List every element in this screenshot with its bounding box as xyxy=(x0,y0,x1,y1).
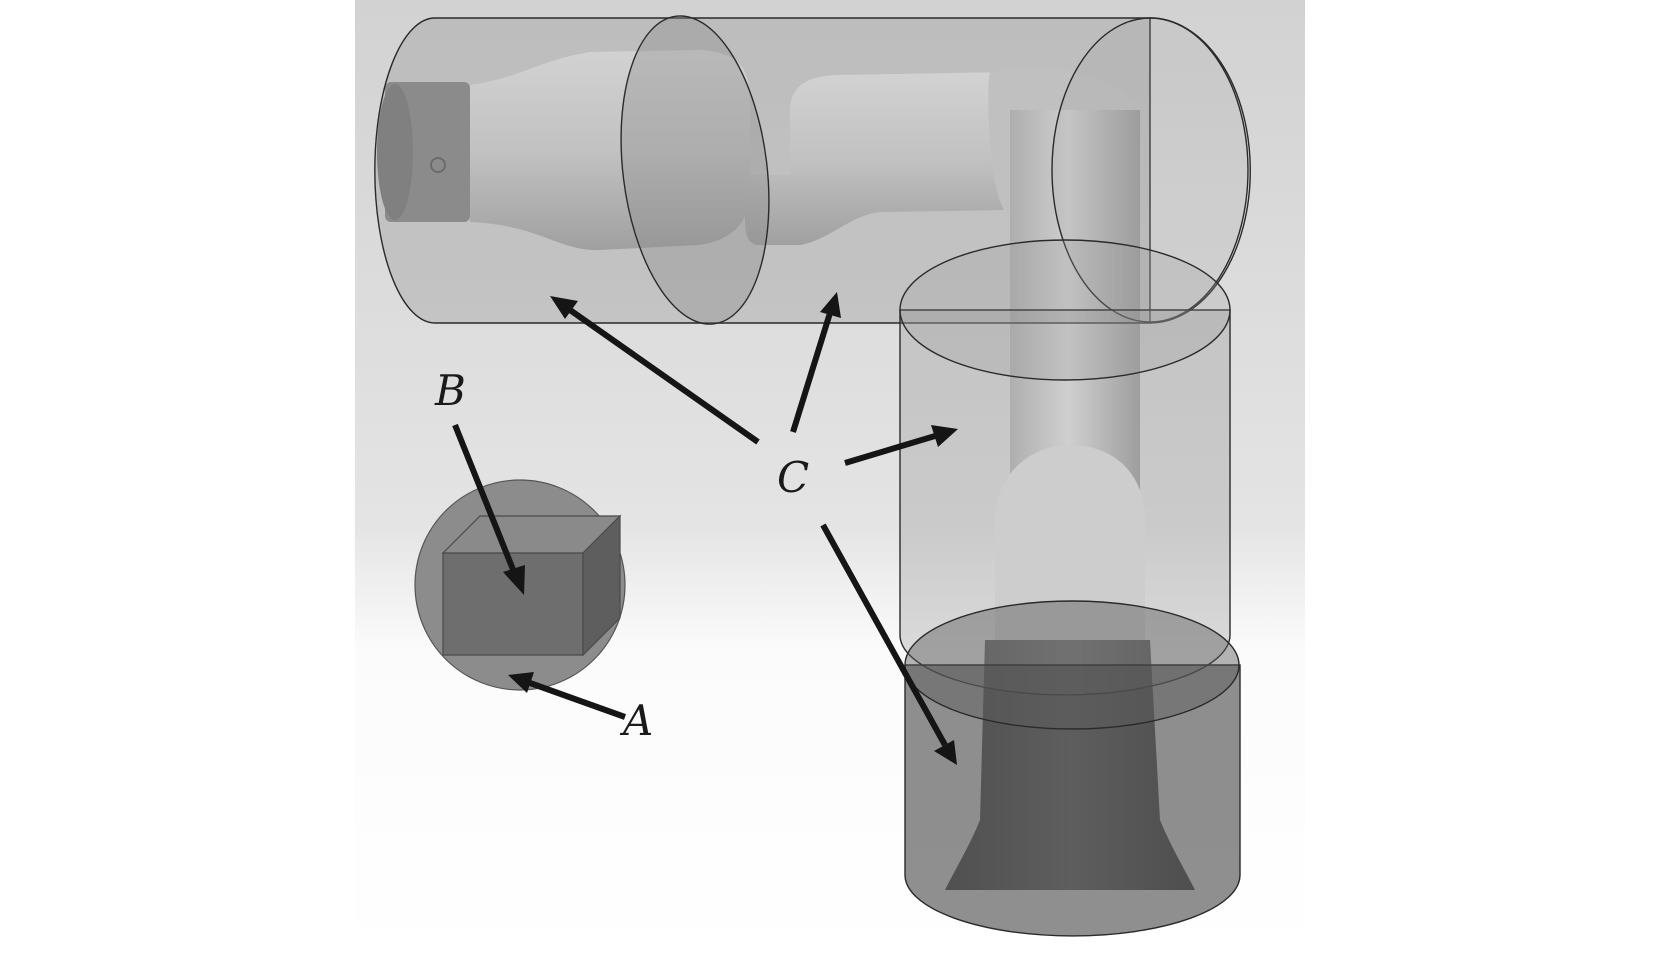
label-b: B xyxy=(434,366,466,415)
arrow-c-wrist xyxy=(790,292,841,433)
capsule-wrist-disk xyxy=(620,15,770,325)
arrow-c-upper-arm xyxy=(844,425,958,466)
capsule-base xyxy=(904,600,1241,937)
arrow-b xyxy=(452,423,525,595)
cube-b xyxy=(441,514,622,657)
arrow-c-base xyxy=(820,523,957,765)
collision-capsules xyxy=(374,15,1251,937)
label-a: A xyxy=(619,696,653,745)
label-c: C xyxy=(777,453,809,502)
flange-bolt-icon xyxy=(430,157,446,173)
flange-face xyxy=(377,84,413,220)
capsule-forearm xyxy=(374,17,1251,324)
capsule-upper-arm xyxy=(899,239,1231,696)
forearm-link xyxy=(745,72,1010,245)
wrist-link xyxy=(470,50,750,251)
arrow-a xyxy=(508,672,627,720)
shoulder-joint xyxy=(995,445,1145,640)
arrow-c-forearm xyxy=(550,296,760,445)
annotation-arrows xyxy=(452,292,958,765)
